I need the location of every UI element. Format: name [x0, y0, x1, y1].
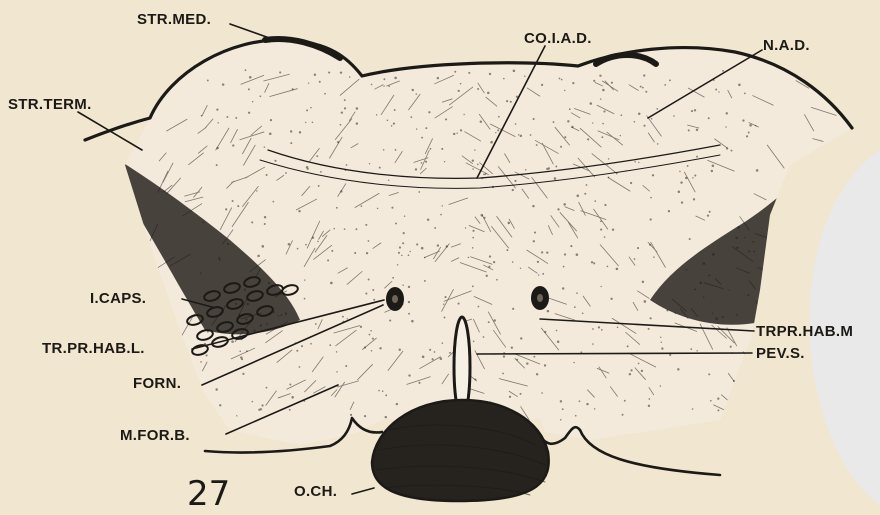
label-co-iad: CO.I.A.D. [524, 30, 592, 47]
label-nad: N.A.D. [763, 37, 810, 54]
label-str-med: STR.MED. [137, 11, 211, 28]
label-m-for-b: M.FOR.B. [120, 427, 190, 444]
figure-number: 27 [187, 474, 230, 514]
label-i-caps: I.CAPS. [90, 290, 146, 307]
label-pev-s: PEV.S. [756, 345, 805, 362]
label-tr-pr-hab-m: TRPR.HAB.M [756, 323, 853, 340]
label-str-term: STR.TERM. [8, 96, 92, 113]
label-tr-pr-hab-l: TR.PR.HAB.L. [42, 340, 145, 357]
label-o-ch: O.CH. [294, 483, 337, 500]
label-forn: FORN. [133, 375, 181, 392]
